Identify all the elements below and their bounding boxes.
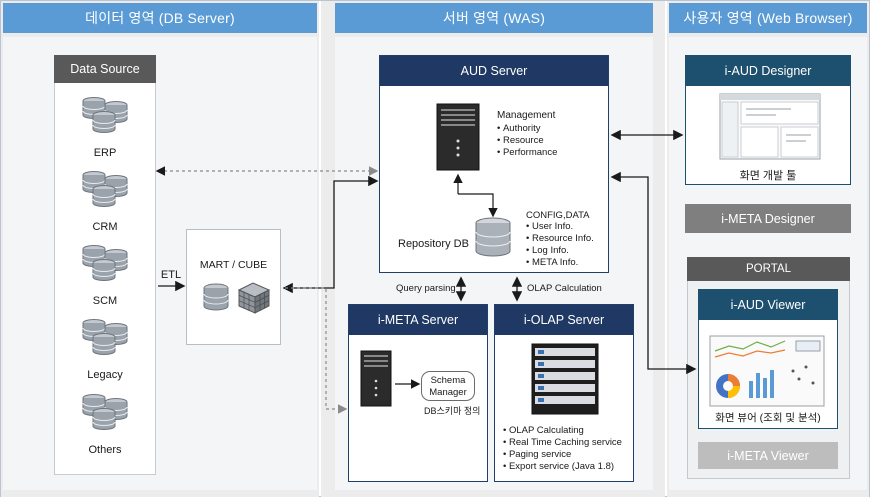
data-source-title: Data Source xyxy=(54,55,156,83)
config-item: User Info. xyxy=(526,221,594,233)
aud-designer-panel: i-AUD Designer xyxy=(685,55,851,185)
data-source-panel: Data Source xyxy=(54,55,156,475)
config-item: Log Info. xyxy=(526,245,594,257)
aud-viewer-title: i-AUD Viewer xyxy=(699,290,837,320)
schema-manager: Schema Manager xyxy=(421,371,475,401)
config-title: CONFIG,DATA xyxy=(526,210,590,221)
config-item: META Info. xyxy=(526,257,594,269)
db-schema-label: DB스키마 정의 xyxy=(424,406,481,416)
data-source-crm: CRM xyxy=(92,221,118,233)
data-source-legacy: Legacy xyxy=(87,369,123,381)
aud-designer-title: i-AUD Designer xyxy=(686,56,850,86)
iolap-feature: Export service (Java 1.8) xyxy=(503,461,622,473)
olap-calculation-label: OLAP Calculation xyxy=(527,283,602,294)
repository-db-label: Repository DB xyxy=(398,238,469,250)
data-source-scm: SCM xyxy=(92,295,118,307)
imeta-server-title: i-META Server xyxy=(349,305,487,335)
iolap-feature-list: OLAP Calculating Real Time Caching servi… xyxy=(503,425,622,473)
iolap-server-title: i-OLAP Server xyxy=(495,305,633,335)
aud-viewer-panel: i-AUD Viewer xyxy=(698,289,838,429)
data-source-erp: ERP xyxy=(93,147,117,159)
management-item: Authority xyxy=(497,123,557,135)
iolap-feature: Paging service xyxy=(503,449,622,461)
imeta-designer-bar: i-META Designer xyxy=(685,204,851,233)
query-parsing-label: Query parsing xyxy=(396,283,456,294)
management-item: Resource xyxy=(497,135,557,147)
etl-label: ETL xyxy=(160,269,182,281)
aud-designer-caption: 화면 개발 툴 xyxy=(739,170,797,182)
management-list: Authority Resource Performance xyxy=(497,123,557,159)
portal-title: PORTAL xyxy=(687,257,850,281)
imeta-viewer-bar: i-META Viewer xyxy=(698,442,838,469)
mart-cube-title: MART / CUBE xyxy=(199,259,268,271)
aud-server-title: AUD Server xyxy=(380,56,608,86)
config-list: User Info. Resource Info. Log Info. META… xyxy=(526,221,594,269)
aud-viewer-caption: 화면 뷰어 (조회 및 분석) xyxy=(715,412,821,424)
management-item: Performance xyxy=(497,147,557,159)
web-zone-header: 사용자 영역 (Web Browser) xyxy=(669,3,867,33)
was-zone-header: 서버 영역 (WAS) xyxy=(335,3,653,33)
iolap-feature: Real Time Caching service xyxy=(503,437,622,449)
db-zone-header: 데이터 영역 (DB Server) xyxy=(3,3,317,33)
iolap-feature: OLAP Calculating xyxy=(503,425,622,437)
config-item: Resource Info. xyxy=(526,233,594,245)
data-source-others: Others xyxy=(88,444,122,456)
management-title: Management xyxy=(497,110,556,121)
mart-cube-panel xyxy=(186,229,281,345)
